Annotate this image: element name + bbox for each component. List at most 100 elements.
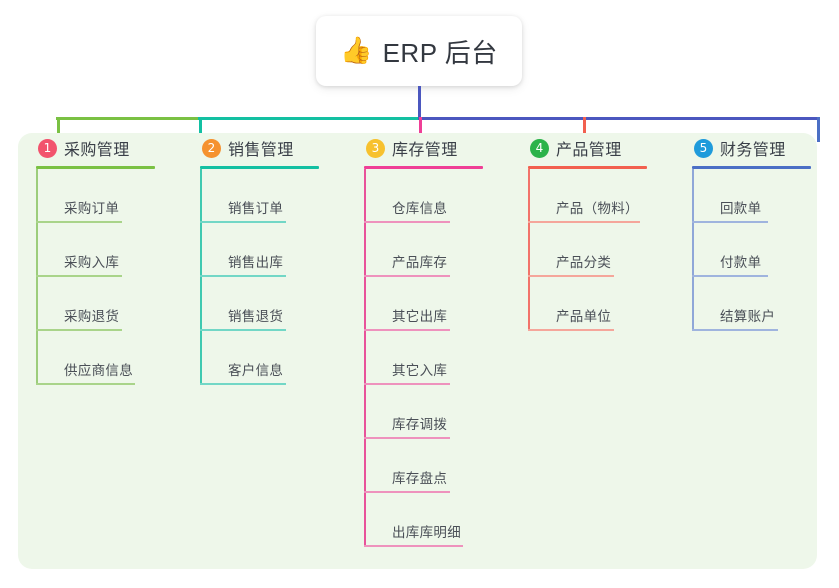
connector-bus-left bbox=[56, 117, 201, 120]
leaf-label: 产品单位 bbox=[556, 309, 612, 324]
leaf-rule bbox=[528, 221, 640, 223]
leaf-label: 销售出库 bbox=[228, 255, 284, 270]
leaf-rule bbox=[364, 545, 463, 547]
root-node[interactable]: 👍 ERP 后台 bbox=[316, 16, 522, 86]
branch-title: 销售管理 bbox=[228, 142, 294, 159]
leaf-label: 客户信息 bbox=[228, 363, 284, 378]
branch-column-1: 1 采购管理采购订单采购入库采购退货供应商信息 bbox=[36, 133, 196, 385]
leaf-item[interactable]: 采购退货 bbox=[36, 277, 196, 331]
branch-title: 采购管理 bbox=[64, 142, 130, 159]
leaf-rule bbox=[36, 329, 122, 331]
leaf-item[interactable]: 产品分类 bbox=[528, 223, 688, 277]
leaf-rule bbox=[692, 329, 778, 331]
connector-bus-mid bbox=[198, 117, 420, 120]
leaf-item[interactable]: 采购入库 bbox=[36, 223, 196, 277]
connector-trunk bbox=[418, 86, 421, 120]
connector-drop-2 bbox=[199, 117, 202, 142]
leaf-label: 采购退货 bbox=[64, 309, 120, 324]
leaf-rule bbox=[36, 275, 122, 277]
branch-header-2[interactable]: 2 销售管理 bbox=[200, 133, 360, 163]
leaf-rule bbox=[36, 383, 135, 385]
leaf-item[interactable]: 产品（物料） bbox=[528, 169, 688, 223]
branch-number-badge: 3 bbox=[366, 138, 385, 158]
branch-number-badge: 1 bbox=[38, 138, 57, 158]
leaf-label: 其它出库 bbox=[392, 309, 448, 324]
branch-header-rule bbox=[200, 166, 319, 169]
leaf-label: 产品库存 bbox=[392, 255, 448, 270]
leaf-label: 付款单 bbox=[720, 255, 762, 270]
leaf-item[interactable]: 产品单位 bbox=[528, 277, 688, 331]
leaf-item[interactable]: 付款单 bbox=[692, 223, 839, 277]
leaf-label: 采购订单 bbox=[64, 201, 120, 216]
branch-title: 产品管理 bbox=[556, 142, 622, 159]
branch-number-badge: 4 bbox=[530, 138, 549, 158]
leaf-label: 销售订单 bbox=[228, 201, 284, 216]
connector-drop-5 bbox=[817, 117, 820, 142]
branch-header-4[interactable]: 4 产品管理 bbox=[528, 133, 688, 163]
leaf-rule bbox=[692, 275, 768, 277]
leaf-rule bbox=[692, 221, 768, 223]
branch-title: 财务管理 bbox=[720, 142, 786, 159]
leaf-rule bbox=[364, 221, 450, 223]
branch-leaf-list: 回款单付款单结算账户 bbox=[692, 169, 839, 331]
branch-leaf-list: 仓库信息产品库存其它出库其它入库库存调拨库存盘点出库库明细 bbox=[364, 169, 524, 547]
leaf-rule bbox=[364, 383, 450, 385]
leaf-label: 出库库明细 bbox=[392, 525, 461, 540]
leaf-item[interactable]: 销售订单 bbox=[200, 169, 360, 223]
leaf-rule bbox=[200, 221, 286, 223]
leaf-item[interactable]: 库存调拨 bbox=[364, 385, 524, 439]
leaf-item[interactable]: 仓库信息 bbox=[364, 169, 524, 223]
leaf-rule bbox=[200, 275, 286, 277]
branch-spine bbox=[200, 169, 202, 385]
leaf-item[interactable]: 回款单 bbox=[692, 169, 839, 223]
diagram-panel: 1 采购管理采购订单采购入库采购退货供应商信息 2 销售管理销售订单销售出库销售退货客… bbox=[18, 133, 817, 569]
leaf-item[interactable]: 采购订单 bbox=[36, 169, 196, 223]
connector-drop-4 bbox=[583, 117, 586, 142]
leaf-rule bbox=[528, 329, 614, 331]
branch-number-badge: 2 bbox=[202, 138, 221, 158]
leaf-item[interactable]: 结算账户 bbox=[692, 277, 839, 331]
leaf-item[interactable]: 供应商信息 bbox=[36, 331, 196, 385]
leaf-label: 产品（物料） bbox=[556, 201, 639, 216]
branch-column-4: 4 产品管理产品（物料） 产品分类产品单位 bbox=[528, 133, 688, 331]
branch-title: 库存管理 bbox=[392, 142, 458, 159]
thumbs-up-icon: 👍 bbox=[340, 35, 373, 65]
root-title: ERP 后台 bbox=[382, 37, 498, 68]
connector-drop-1 bbox=[57, 117, 60, 142]
leaf-label: 库存调拨 bbox=[392, 417, 448, 432]
leaf-rule bbox=[364, 491, 450, 493]
leaf-label: 回款单 bbox=[720, 201, 762, 216]
branch-spine bbox=[36, 169, 38, 385]
branch-header-3[interactable]: 3 库存管理 bbox=[364, 133, 524, 163]
leaf-label: 产品分类 bbox=[556, 255, 612, 270]
connector-bus-right bbox=[418, 117, 820, 120]
leaf-label: 仓库信息 bbox=[392, 201, 448, 216]
branch-column-3: 3 库存管理仓库信息产品库存其它出库其它入库库存调拨库存盘点出库库明细 bbox=[364, 133, 524, 547]
leaf-item[interactable]: 销售出库 bbox=[200, 223, 360, 277]
branch-leaf-list: 销售订单销售出库销售退货客户信息 bbox=[200, 169, 360, 385]
leaf-label: 采购入库 bbox=[64, 255, 120, 270]
leaf-rule bbox=[364, 329, 450, 331]
leaf-item[interactable]: 库存盘点 bbox=[364, 439, 524, 493]
leaf-item[interactable]: 其它出库 bbox=[364, 277, 524, 331]
leaf-rule bbox=[364, 275, 450, 277]
leaf-rule bbox=[200, 329, 286, 331]
branch-spine bbox=[692, 169, 694, 331]
leaf-item[interactable]: 产品库存 bbox=[364, 223, 524, 277]
leaf-label: 结算账户 bbox=[720, 309, 776, 324]
leaf-rule bbox=[200, 383, 286, 385]
leaf-label: 其它入库 bbox=[392, 363, 448, 378]
leaf-item[interactable]: 其它入库 bbox=[364, 331, 524, 385]
leaf-item[interactable]: 客户信息 bbox=[200, 331, 360, 385]
leaf-item[interactable]: 出库库明细 bbox=[364, 493, 524, 547]
branch-header-rule bbox=[364, 166, 483, 169]
branch-leaf-list: 产品（物料） 产品分类产品单位 bbox=[528, 169, 688, 331]
leaf-label: 库存盘点 bbox=[392, 471, 448, 486]
branch-spine bbox=[528, 169, 530, 331]
leaf-item[interactable]: 销售退货 bbox=[200, 277, 360, 331]
branch-header-1[interactable]: 1 采购管理 bbox=[36, 133, 196, 163]
leaf-rule bbox=[364, 437, 450, 439]
branch-header-rule bbox=[692, 166, 811, 169]
